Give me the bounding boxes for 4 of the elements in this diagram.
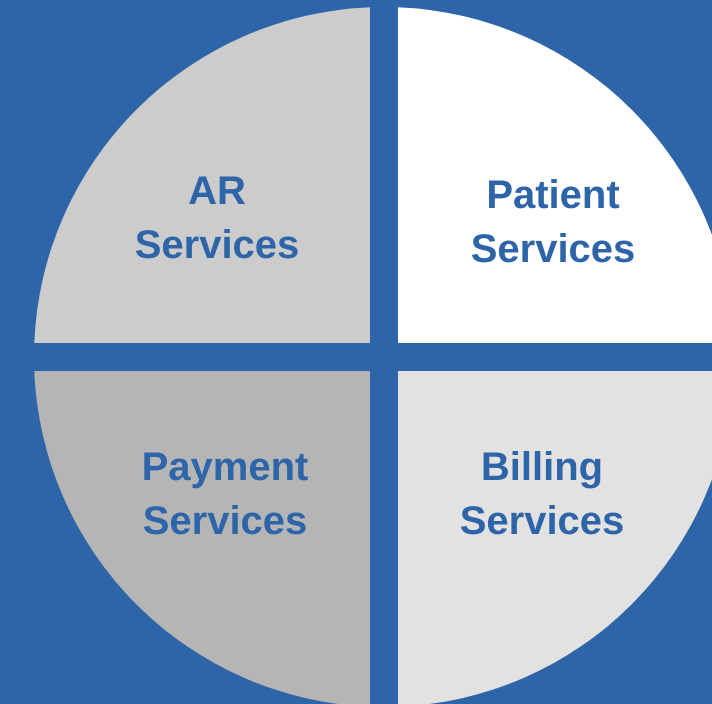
segment-label: Billing Services <box>458 444 626 545</box>
segment-label: Patient Services <box>470 172 636 273</box>
segment-label: Payment Services <box>140 444 310 545</box>
segment-label: AR Services <box>134 168 300 269</box>
